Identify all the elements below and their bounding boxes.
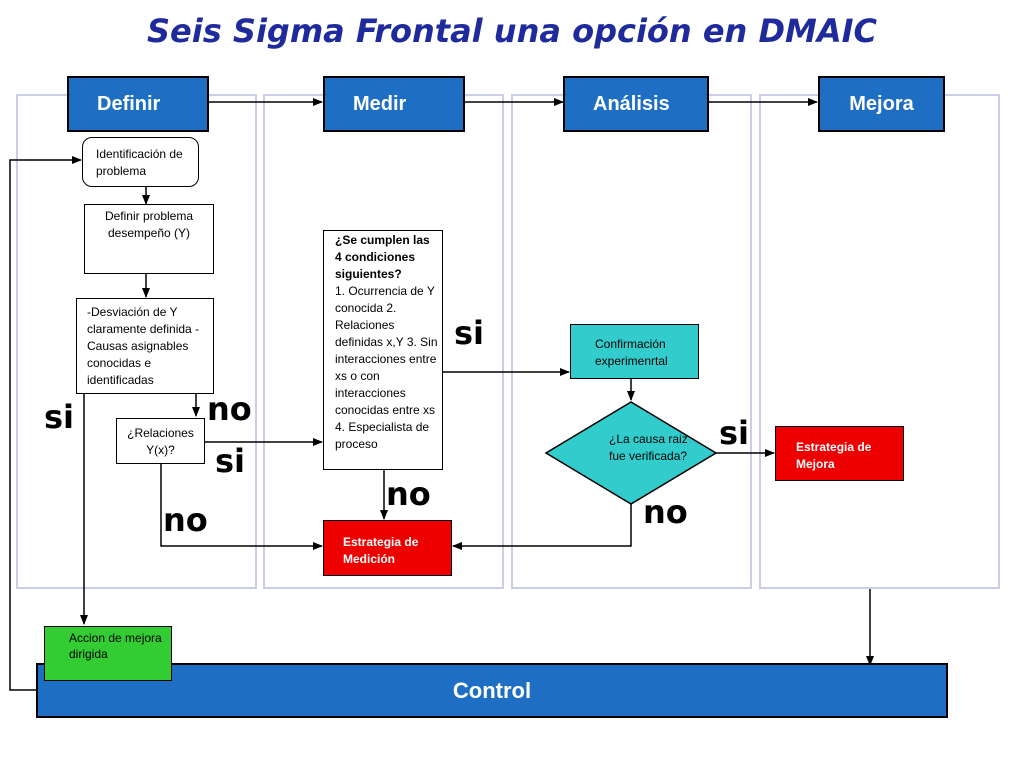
node-desviacion: -Desviación de Y claramente definida -Ca… xyxy=(76,298,214,394)
phase-analisis-label: Análisis xyxy=(593,92,670,115)
node-accion: Accion de mejora dirigida xyxy=(44,626,172,681)
decision-diamond xyxy=(544,401,718,505)
node-definir-problema: Definir problema desempeño (Y) xyxy=(84,204,214,274)
phase-definir: Definir xyxy=(67,76,209,132)
node-estrategia-medicion: Estrategia de Medición xyxy=(323,520,452,576)
phase-medir-label: Medir xyxy=(353,92,407,115)
node-relaciones: ¿Relaciones Y(x)? xyxy=(116,418,205,464)
label-no-top: no xyxy=(207,390,252,428)
phase-definir-label: Definir xyxy=(97,92,161,115)
node-estrategia-medicion-text: Estrategia de Medición xyxy=(343,535,419,566)
node-estrategia-mejora-text: Estrategia de Mejora xyxy=(796,440,872,471)
label-no-bottom: no xyxy=(163,501,208,539)
page-title: Seis Sigma Frontal una opción en DMAIC xyxy=(146,12,877,50)
phase-analisis: Análisis xyxy=(563,76,709,132)
node-condiciones: ¿Se cumplen las 4 condiciones siguientes… xyxy=(323,230,443,470)
node-condiciones-heading: ¿Se cumplen las 4 condiciones siguientes… xyxy=(335,233,430,281)
control-label: Control xyxy=(452,677,532,703)
node-desviacion-text: -Desviación de Y claramente definida -Ca… xyxy=(87,305,200,387)
control-bar: Control xyxy=(36,663,948,718)
node-la-causa-text: ¿La causa raiz fue verificada? xyxy=(609,432,688,463)
label-no-analisis: no xyxy=(643,493,688,531)
phase-medir: Medir xyxy=(323,76,465,132)
node-estrategia-mejora: Estrategia de Mejora xyxy=(775,426,904,481)
phase-mejora: Mejora xyxy=(818,76,945,132)
node-confirmacion-text: Confirmación experimenrtal xyxy=(595,337,668,368)
node-identificacion: Identificación de problema xyxy=(82,137,199,187)
node-la-causa: ¿La causa raiz fue verificada? xyxy=(609,431,689,465)
label-si-medir: si xyxy=(454,314,485,352)
node-identificacion-text: Identificación de problema xyxy=(96,147,183,178)
label-si-analisis: si xyxy=(719,414,750,452)
node-confirmacion: Confirmación experimenrtal xyxy=(570,324,699,379)
node-accion-text: Accion de mejora dirigida xyxy=(69,631,162,661)
label-si-left: si xyxy=(44,398,75,436)
label-no-medir: no xyxy=(386,475,431,513)
node-condiciones-body: 1. Ocurrencia de Y conocida 2. Relacione… xyxy=(335,284,438,451)
node-definir-problema-text: Definir problema desempeño (Y) xyxy=(104,209,194,240)
node-relaciones-text: ¿Relaciones Y(x)? xyxy=(127,426,194,457)
lane-mejora xyxy=(759,94,1000,589)
label-si-middle: si xyxy=(215,442,246,480)
phase-mejora-label: Mejora xyxy=(849,92,914,115)
